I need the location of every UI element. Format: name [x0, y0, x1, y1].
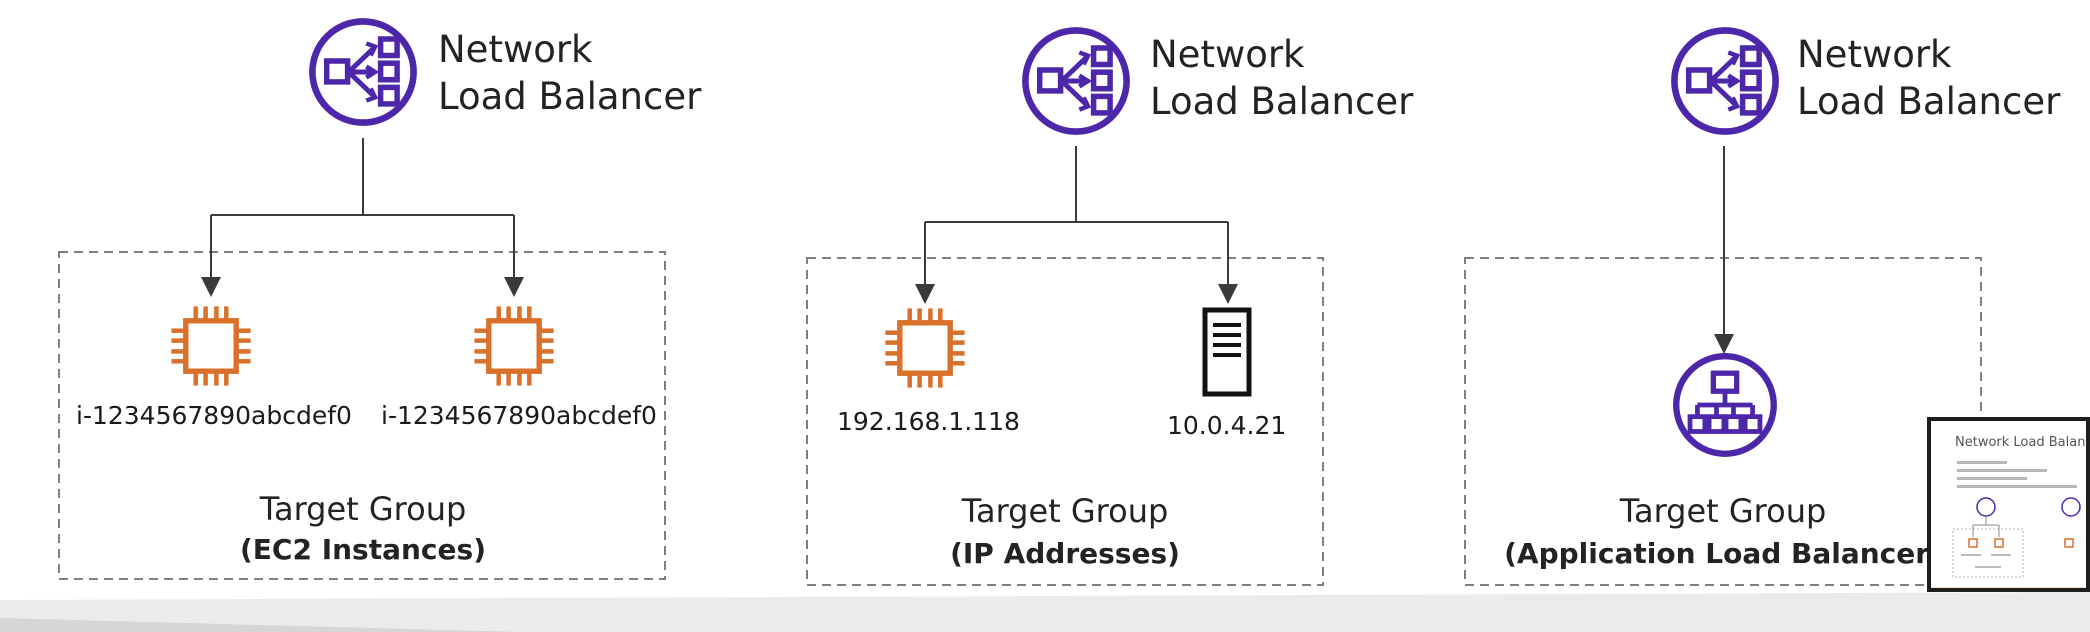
slide-thumbnail[interactable]: Network Load Balancer: [1927, 417, 2090, 592]
server-icon: [1205, 310, 1249, 394]
thumbnail-line: [1957, 485, 2077, 488]
connector-line: [925, 146, 1228, 223]
ec2-instance-icon: [474, 306, 553, 385]
nlb-label: Network Load Balancer: [438, 26, 701, 120]
thumbnail-line: [1957, 469, 2047, 472]
nlb-label: Network Load Balancer: [1150, 31, 1413, 125]
connector-line: [211, 138, 514, 216]
nlb-label-line1: Network: [438, 28, 593, 71]
target-group-title: Target Group: [961, 492, 1169, 530]
thumbnail-diagram: [1931, 497, 2086, 588]
thumbnail-title: Network Load Balancer: [1955, 435, 2086, 450]
network-load-balancer-icon: [312, 21, 413, 122]
network-load-balancer-icon: [1025, 30, 1126, 131]
panel-ec2-instances: [58, 21, 666, 580]
thumbnail-line: [1957, 461, 2007, 464]
target-group-title: Target Group: [259, 490, 467, 528]
nlb-label-line2: Load Balancer: [1797, 80, 2061, 123]
target-label: i-1234567890abcdef0: [76, 401, 352, 430]
target-group-subtitle: (Application Load Balancer): [1504, 537, 1942, 570]
nlb-label-line2: Load Balancer: [438, 75, 702, 118]
nlb-label-line2: Load Balancer: [1150, 80, 1414, 123]
target-label: 10.0.4.21: [1167, 411, 1287, 440]
nlb-label: Network Load Balancer: [1797, 31, 2060, 125]
footer-band: [0, 592, 2090, 632]
thumbnail-line: [1957, 477, 2027, 480]
ec2-instance-icon: [171, 306, 250, 385]
footer-accent: [0, 618, 520, 632]
nlb-label-line1: Network: [1150, 33, 1305, 76]
target-label: i-1234567890abcdef0: [381, 401, 657, 430]
target-group-box: [58, 251, 666, 580]
target-group-subtitle: (IP Addresses): [950, 537, 1180, 570]
target-group-title: Target Group: [1619, 492, 1827, 530]
target-group-box: [806, 257, 1324, 586]
panel-ip-addresses: [806, 30, 1324, 586]
network-load-balancer-icon: [1674, 30, 1775, 131]
application-load-balancer-icon: [1676, 356, 1774, 454]
ec2-instance-icon: [885, 308, 964, 387]
target-group-subtitle: (EC2 Instances): [240, 533, 486, 566]
target-label: 192.168.1.118: [837, 407, 1020, 436]
nlb-label-line1: Network: [1797, 33, 1952, 76]
